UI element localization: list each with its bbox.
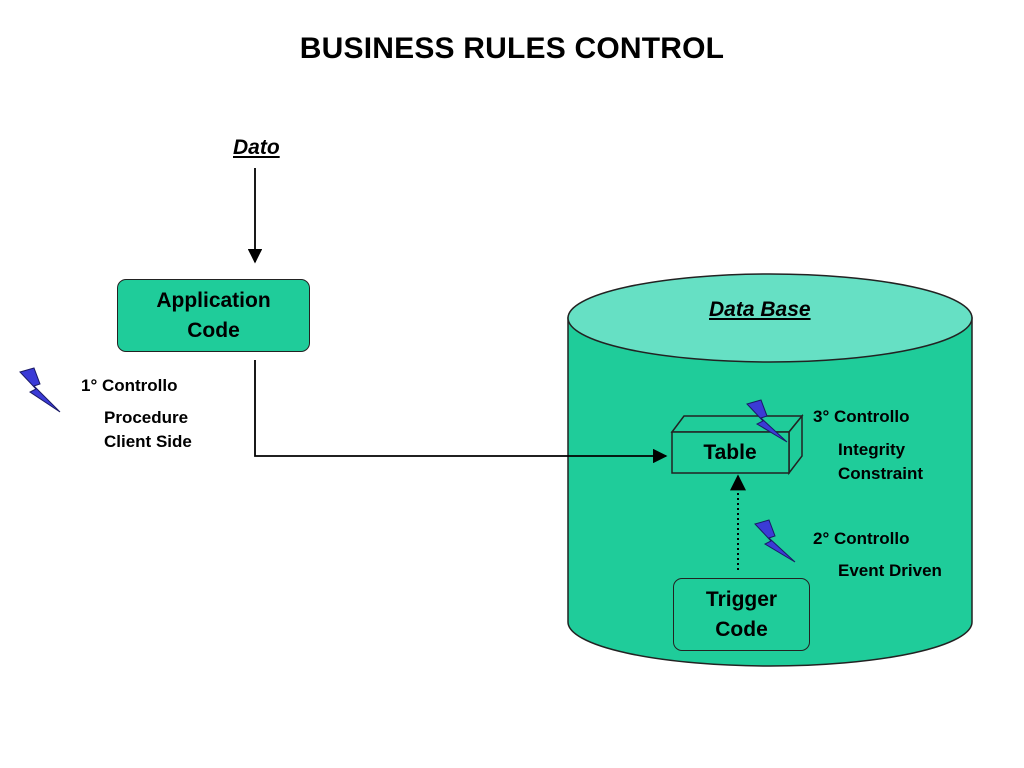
control1-line1: Procedure [104,408,189,427]
control3-line1: Integrity [838,440,906,459]
page-title: BUSINESS RULES CONTROL [299,32,725,65]
lightning-bolt-icon [19,367,61,413]
lightning-bolt-icon [754,519,796,563]
application-code-box: Application Code [117,279,310,352]
control3-title: 3° Controllo [813,407,910,426]
control1-line2: Client Side [104,432,192,451]
dato-label: Dato [233,136,280,159]
table-box-front [671,431,790,474]
database-cylinder [567,273,973,667]
trigger-code-box: Trigger Code [673,578,810,651]
cylinder-top [567,273,973,363]
application-code-line1: Application [156,288,271,312]
table-label: Table [703,441,757,464]
trigger-code-line2: Code [715,617,768,641]
control1-title: 1° Controllo [81,376,178,395]
control2-title: 2° Controllo [813,529,910,548]
control3-line2: Constraint [838,464,923,483]
arrow-app-to-table [254,360,668,464]
table-box-top [670,415,804,433]
lightning-bolt-icon [746,399,788,443]
cylinder-body [567,317,973,667]
database-label: Data Base [709,298,811,321]
trigger-code-line1: Trigger [705,587,778,611]
application-code-line2: Code [187,318,240,342]
control2-line1: Event Driven [838,561,942,580]
